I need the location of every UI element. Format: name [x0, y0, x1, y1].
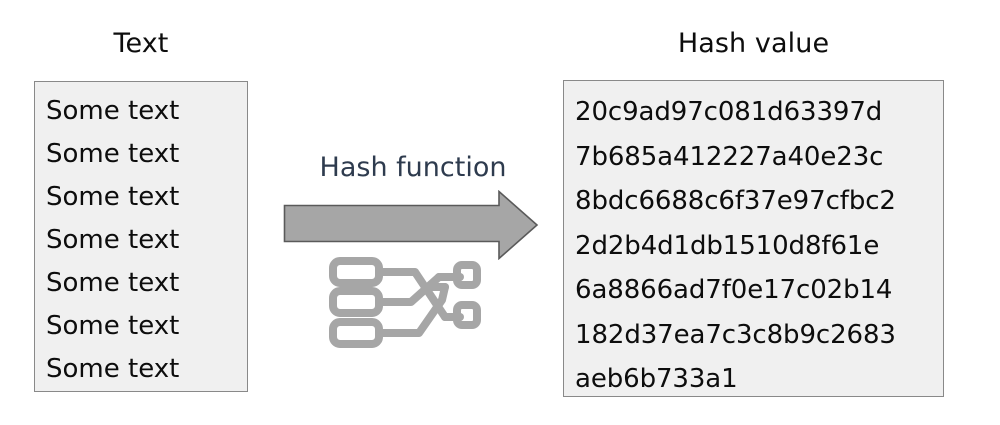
- circuit-network-icon: [329, 257, 481, 348]
- input-text-line: Some text: [46, 96, 180, 126]
- hash-value-line: 7b685a412227a40e23c: [575, 141, 884, 172]
- input-text-line: Some text: [46, 268, 180, 298]
- hash-value-line: 2d2b4d1db1510d8f61e: [575, 230, 880, 261]
- input-text-panel: Some text Some text Some text Some text …: [34, 81, 248, 392]
- right-arrow-icon: [283, 190, 539, 260]
- input-text-line: Some text: [46, 311, 180, 341]
- input-text-line: Some text: [46, 182, 180, 212]
- input-text-line: Some text: [46, 139, 180, 169]
- hash-function-label: Hash function: [319, 152, 507, 183]
- circuit-input-bar: [329, 318, 383, 348]
- hash-value-line: 8bdc6688c6f37e97cfbc2: [575, 186, 896, 216]
- hash-value-panel: 20c9ad97c081d63397d 7b685a412227a40e23c …: [563, 80, 944, 397]
- input-text-line: Some text: [46, 354, 180, 384]
- hash-value-line: aeb6b733a1: [575, 364, 738, 394]
- input-text-line: Some text: [46, 225, 180, 255]
- hash-value-line: 20c9ad97c081d63397d: [575, 97, 883, 127]
- circuit-output-node: [453, 261, 481, 289]
- circuit-input-bar: [329, 287, 383, 317]
- hash-column-title: Hash value: [677, 28, 830, 59]
- text-column-title: Text: [113, 28, 169, 59]
- hash-value-line: 182d37ea7c3c8b9c2683: [575, 319, 896, 350]
- circuit-output-node: [453, 301, 481, 329]
- hash-value-line: 6a8866ad7f0e17c02b14: [575, 275, 893, 305]
- circuit-input-bar: [329, 257, 383, 287]
